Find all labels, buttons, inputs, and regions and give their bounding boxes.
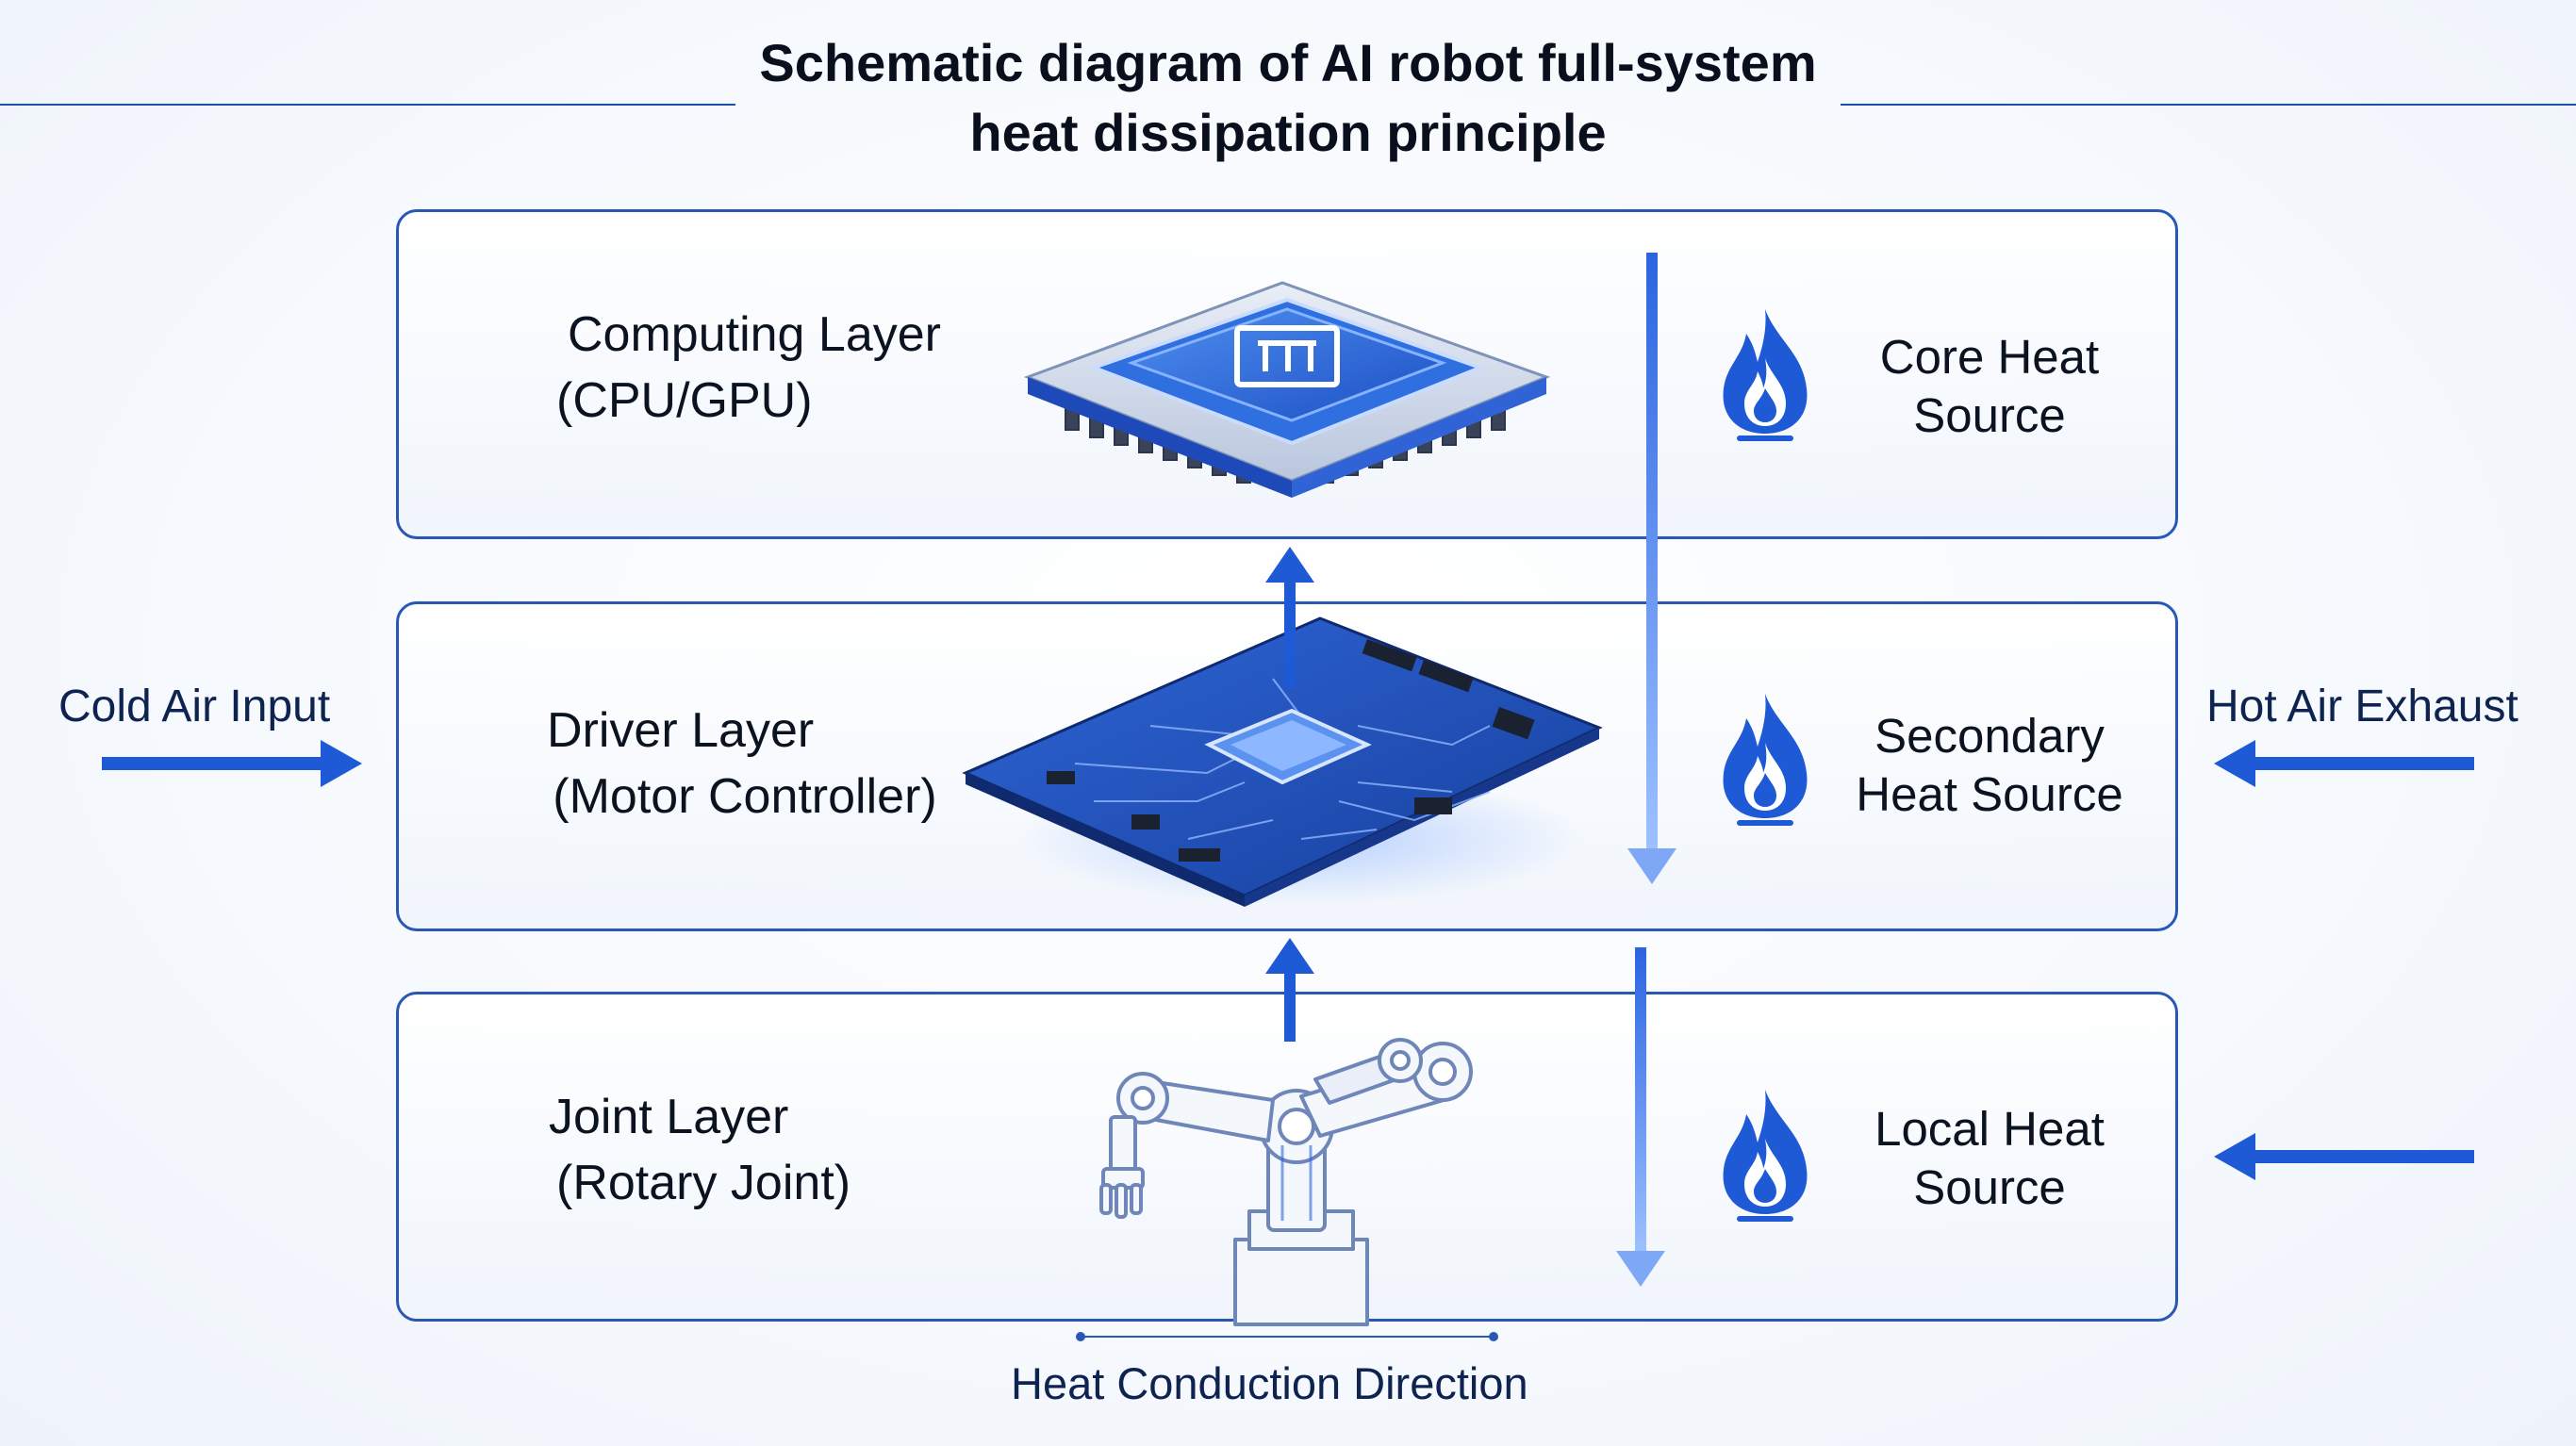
hot-air-exhaust-label: Hot Air Exhaust [2206,682,2518,731]
heat-down-arrow-icon [1627,253,1676,884]
heat-conduction-direction-label: Heat Conduction Direction [1011,1358,1528,1408]
title-line-2: heat dissipation principle [969,103,1607,162]
joint-layer-sub: (Rotary Joint) [556,1156,851,1210]
driver-layer-label: Driver Layer (Motor Controller) [509,698,981,830]
title-rule-right [1841,104,2576,106]
heat-down-arrow-icon [1616,947,1665,1287]
heat-up-arrow-icon [1265,547,1314,688]
cpu-chip-icon [1023,281,1551,498]
local-heat-line-1: Local Heat [1874,1102,2105,1156]
flame-icon [1723,1090,1808,1222]
local-heat-line-2: Source [1913,1160,2066,1214]
computing-layer-name: Computing Layer [568,307,941,362]
computing-layer-sub: (CPU/GPU) [556,373,813,428]
heat-up-arrow-icon [1265,938,1314,1042]
core-heat-source-label: Core Heat Source [1792,328,2188,445]
circuit-board-icon [962,616,1603,907]
hot-air-arrow-icon [2214,1133,2474,1180]
cold-air-input-label: Cold Air Input [58,682,331,731]
secondary-heat-line-1: Secondary [1874,709,2105,763]
joint-layer-name: Joint Layer [549,1090,789,1144]
local-heat-source-label: Local Heat Source [1792,1100,2188,1217]
footer-bracket-line [1076,1332,1498,1341]
page-title: Schematic diagram of AI robot full-syste… [735,28,1841,168]
flame-icon [1723,694,1808,826]
computing-layer-label: Computing Layer (CPU/GPU) [528,302,981,434]
robot-arm-icon [1099,1038,1473,1326]
title-rule-left [0,104,735,106]
core-heat-line-1: Core Heat [1879,330,2100,384]
driver-layer-sub: (Motor Controller) [553,769,937,824]
driver-layer-name: Driver Layer [547,703,815,758]
title-line-1: Schematic diagram of AI robot full-syste… [759,33,1817,92]
hot-air-arrow-icon [2214,740,2474,787]
cold-air-arrow-icon [102,740,362,787]
secondary-heat-source-label: Secondary Heat Source [1792,707,2188,824]
flame-icon [1723,309,1808,441]
joint-layer-label: Joint Layer (Rotary Joint) [528,1084,981,1216]
secondary-heat-line-2: Heat Source [1856,767,2123,821]
core-heat-line-2: Source [1913,388,2066,442]
